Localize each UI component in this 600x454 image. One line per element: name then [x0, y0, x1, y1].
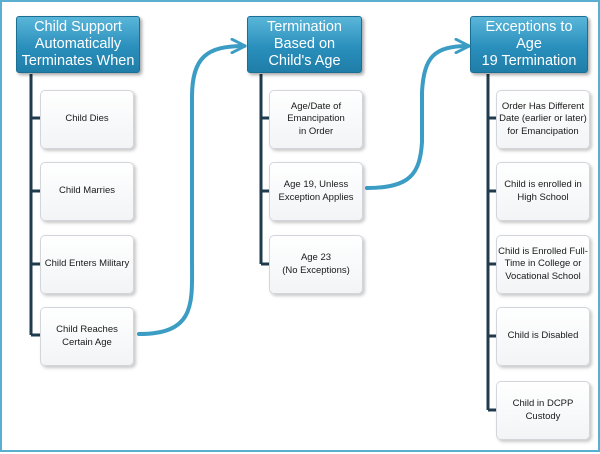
node-child-disabled: Child is Disabled: [496, 307, 590, 366]
node-age-23-no-exceptions: Age 23 (No Exceptions): [269, 235, 363, 294]
header-exceptions-age-19: Exceptions to Age 19 Termination: [470, 16, 588, 73]
node-child-dies: Child Dies: [40, 90, 134, 149]
node-age-19-unless-exception: Age 19, Unless Exception Applies: [269, 162, 363, 221]
connector-arrow-to-age-column: [137, 46, 244, 336]
node-enrolled-college-vocational: Child is Enrolled Full- Time in College …: [496, 235, 590, 294]
connector-arrow-to-exceptions-column: [365, 46, 468, 190]
node-child-dcpp-custody: Child in DCPP Custody: [496, 381, 590, 440]
node-child-enters-military: Child Enters Military: [40, 235, 134, 294]
header-terminates-when: Child Support Automatically Terminates W…: [16, 16, 140, 73]
header-termination-by-age: Termination Based on Child's Age: [247, 16, 362, 73]
node-order-different-date: Order Has Different Date (earlier or lat…: [496, 90, 590, 149]
node-child-marries: Child Marries: [40, 162, 134, 221]
node-child-reaches-certain-age: Child Reaches Certain Age: [40, 307, 134, 366]
node-age-date-of-emancipation: Age/Date of Emancipation in Order: [269, 90, 363, 149]
node-enrolled-high-school: Child is enrolled in High School: [496, 162, 590, 221]
